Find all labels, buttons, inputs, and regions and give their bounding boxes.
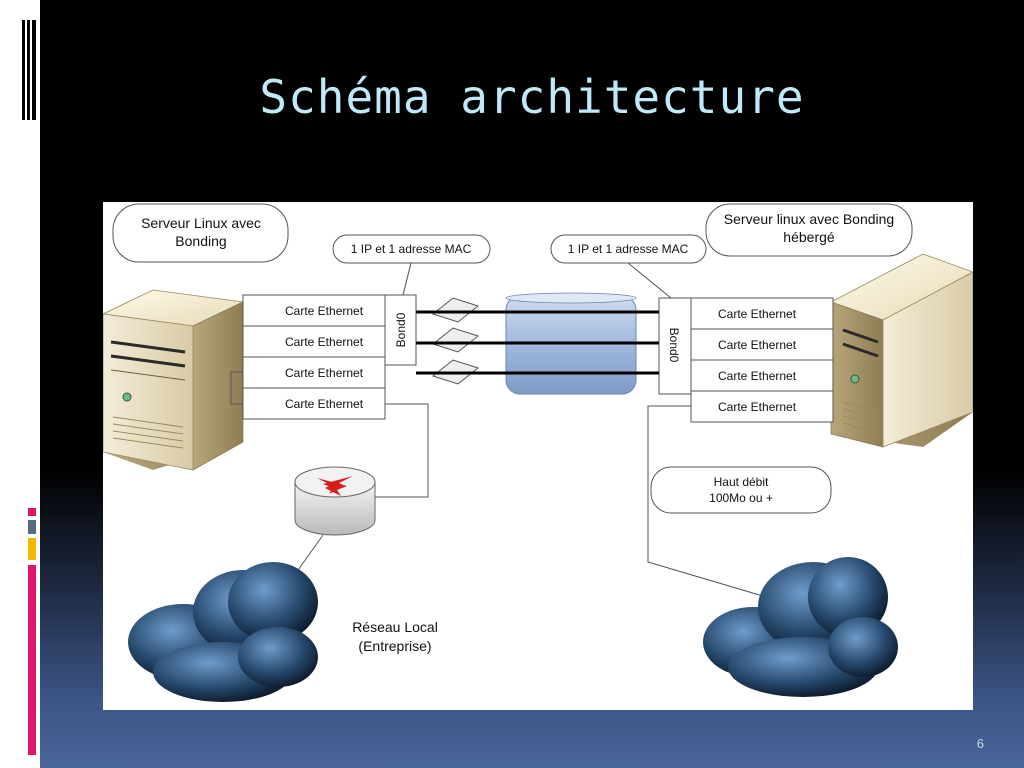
page-number: 6 bbox=[976, 736, 984, 751]
speed-label-bubble: Haut débit 100Mo ou + bbox=[650, 466, 832, 514]
left-server-label-line2: Bonding bbox=[175, 233, 226, 249]
architecture-diagram: Serveur Linux avec Bonding Serveur linux… bbox=[101, 202, 974, 710]
accent-gold bbox=[28, 538, 36, 560]
right-server-label-bubble: Serveur linux avec Bonding hébergé bbox=[705, 203, 913, 257]
accent-pink-small bbox=[28, 508, 36, 516]
internet-cloud-icon bbox=[703, 557, 898, 697]
right-server-label-line2: hébergé bbox=[783, 229, 835, 245]
accent-pink-bar bbox=[28, 565, 36, 755]
router-icon bbox=[294, 466, 376, 536]
lan-label-line1: Réseau Local bbox=[352, 619, 438, 635]
left-card-2-label: Carte Ethernet bbox=[285, 335, 364, 349]
bonded-links bbox=[416, 310, 659, 375]
left-bond-label: Bond0 bbox=[394, 312, 408, 347]
right-card-3-label: Carte Ethernet bbox=[718, 369, 797, 383]
left-ethernet-cards: Carte Ethernet Carte Ethernet Carte Ethe… bbox=[230, 294, 417, 420]
network-tube bbox=[505, 292, 637, 395]
decor-bars bbox=[22, 20, 36, 120]
left-ip-mac-label: 1 IP et 1 adresse MAC bbox=[351, 242, 472, 256]
speed-label-line2: 100Mo ou + bbox=[709, 491, 773, 505]
right-ethernet-cards: Carte Ethernet Carte Ethernet Carte Ethe… bbox=[658, 297, 834, 423]
right-bond-label: Bond0 bbox=[667, 328, 681, 363]
right-ip-mac-bubble: 1 IP et 1 adresse MAC bbox=[550, 234, 707, 264]
right-server-icon bbox=[829, 253, 974, 448]
right-card-1-label: Carte Ethernet bbox=[718, 307, 797, 321]
left-card-1-label: Carte Ethernet bbox=[285, 304, 364, 318]
speed-label-line1: Haut débit bbox=[714, 475, 769, 489]
right-server-label-line1: Serveur linux avec Bonding bbox=[724, 211, 894, 227]
lan-label-line2: (Entreprise) bbox=[358, 638, 431, 654]
lan-label: Réseau Local (Entreprise) bbox=[352, 619, 438, 654]
local-network-cloud-icon bbox=[128, 562, 318, 702]
left-ip-mac-bubble: 1 IP et 1 adresse MAC bbox=[332, 234, 491, 264]
switch-icons bbox=[431, 297, 480, 385]
left-server-label-bubble: Serveur Linux avec Bonding bbox=[112, 203, 289, 263]
slide-title: Schéma architecture bbox=[259, 70, 805, 124]
right-card-2-label: Carte Ethernet bbox=[718, 338, 797, 352]
left-server-icon bbox=[101, 289, 245, 471]
accent-gray bbox=[28, 520, 36, 534]
left-card-3-label: Carte Ethernet bbox=[285, 366, 364, 380]
right-card-4-label: Carte Ethernet bbox=[718, 400, 797, 414]
right-ip-mac-label: 1 IP et 1 adresse MAC bbox=[568, 242, 689, 256]
left-server-label-line1: Serveur Linux avec bbox=[141, 215, 261, 231]
left-card-4-label: Carte Ethernet bbox=[285, 397, 364, 411]
